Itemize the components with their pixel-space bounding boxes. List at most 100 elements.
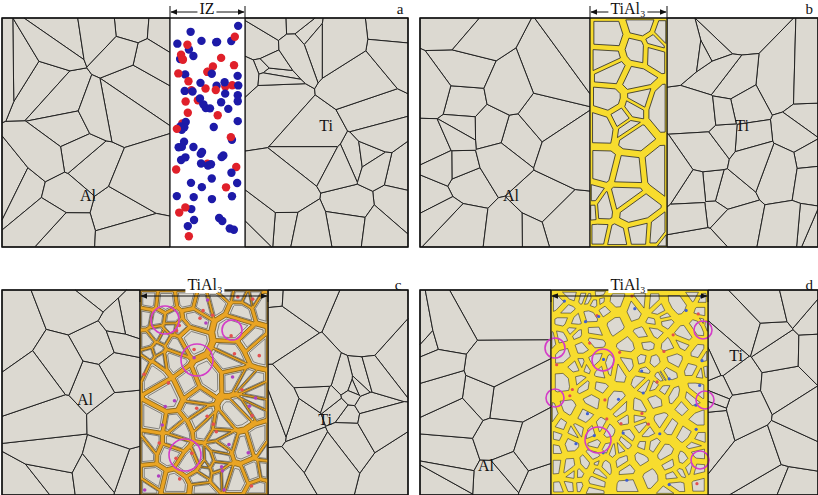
grain (666, 472, 678, 479)
grain (726, 391, 772, 441)
grain (153, 343, 164, 355)
grain (598, 192, 613, 219)
layer-label: IZ (197, 1, 216, 17)
atom-dot (584, 320, 587, 323)
grain (143, 349, 153, 358)
grain (213, 473, 221, 490)
grain (420, 461, 474, 494)
atom-dot (204, 321, 208, 325)
atom-dot (234, 81, 242, 89)
grain (607, 317, 624, 336)
grain (628, 223, 647, 244)
grain (553, 445, 561, 454)
grain (213, 463, 227, 471)
grain (109, 134, 170, 217)
grain (794, 139, 818, 169)
grain (594, 21, 623, 45)
grain (701, 351, 707, 361)
atom-dot (207, 160, 215, 168)
atom-dot (217, 98, 225, 106)
panel-frame (420, 18, 818, 247)
grain (2, 351, 65, 417)
grain (580, 455, 590, 469)
atom-dot (597, 315, 600, 318)
grain (669, 386, 680, 404)
grain (584, 365, 590, 374)
grain (595, 291, 605, 295)
region-label: Al (501, 188, 521, 204)
grain (677, 426, 692, 442)
grain (600, 298, 605, 305)
grain (594, 87, 621, 110)
atom-dot (574, 442, 577, 445)
grain (181, 329, 209, 357)
region-label: Al (75, 392, 95, 408)
grain (771, 386, 818, 442)
grain (621, 357, 634, 371)
atom-dot (254, 396, 258, 400)
atom-dot (208, 195, 216, 203)
atom-dot (196, 79, 204, 87)
nucleation-circle (592, 349, 614, 371)
nucleation-circle (169, 439, 201, 471)
atom-dot (228, 192, 236, 200)
grain (143, 482, 157, 494)
grain (592, 224, 608, 244)
atom-dot (190, 216, 198, 224)
atom-dot (212, 86, 220, 94)
grain (798, 334, 818, 386)
grain (341, 391, 360, 406)
grain (358, 402, 408, 453)
grain (650, 355, 660, 367)
grain (208, 443, 228, 453)
grain (648, 48, 665, 74)
atom-dot (189, 52, 197, 60)
atom-dot (625, 479, 628, 482)
dimension-tick (667, 6, 668, 18)
atom-dot (181, 87, 189, 95)
atom-dot (178, 477, 182, 481)
atom-dot (586, 412, 589, 415)
atom-dot (234, 22, 242, 30)
atom-dot (209, 62, 217, 70)
grain (245, 221, 272, 247)
grain (268, 290, 283, 308)
grain (106, 331, 140, 358)
grain (686, 442, 701, 448)
grain (584, 294, 591, 305)
atom-dot (186, 28, 194, 36)
grain (553, 295, 563, 311)
grain (291, 199, 332, 247)
atom-dot (198, 316, 202, 320)
interface-line (267, 290, 268, 495)
grain (643, 469, 658, 489)
grain (662, 320, 675, 329)
grain (617, 415, 628, 425)
grain (648, 396, 662, 409)
atom-dot (201, 309, 205, 313)
grain (669, 482, 685, 491)
grain (233, 399, 252, 419)
layer-label: TiAl₃ (608, 1, 647, 17)
grain (655, 21, 666, 44)
atom-dot (248, 405, 252, 409)
panel-frame (2, 290, 408, 495)
atom-dot (662, 350, 665, 353)
atom-dot (217, 54, 225, 62)
atom-dot (224, 105, 232, 113)
atom-dot (206, 298, 210, 302)
grain (317, 144, 358, 193)
grain (637, 354, 646, 364)
atom-dot (173, 192, 181, 200)
atom-dot (571, 388, 574, 391)
grain (658, 444, 674, 460)
dimension-tick (590, 6, 591, 18)
grain (564, 481, 573, 491)
atom-dot (229, 334, 233, 338)
atom-dot (220, 78, 228, 86)
atom-dot (697, 312, 700, 315)
atom-dot (172, 165, 180, 173)
dimension-tick (551, 290, 552, 302)
grain (555, 318, 568, 326)
atom-dot (233, 72, 241, 80)
